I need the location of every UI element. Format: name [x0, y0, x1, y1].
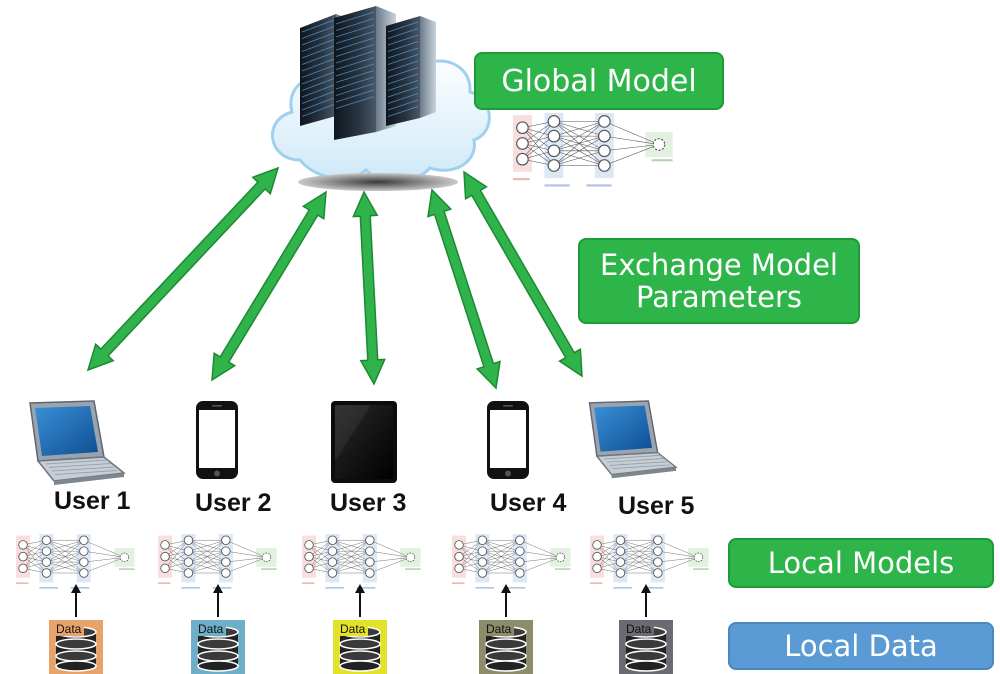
user-label-3: User 3 [330, 489, 407, 517]
server-rack-icon [300, 6, 436, 140]
neural-network-icon-user-5 [590, 534, 709, 589]
local-models-label: Local Models [767, 546, 955, 580]
exchange-arrow-1 [86, 166, 280, 372]
database-icon: Data [49, 620, 103, 674]
local-databases: Data Data Data Data Data [49, 584, 673, 674]
phone-icon [196, 401, 238, 479]
data-label-3: Data [340, 622, 366, 636]
user-label-1: User 1 [54, 487, 131, 515]
tablet-icon [331, 401, 397, 483]
model-networks [16, 113, 709, 589]
database-icon: Data [479, 620, 533, 674]
phone-icon [487, 401, 529, 479]
database-icon: Data [191, 620, 245, 674]
laptop-icon [588, 400, 678, 479]
server-shadow [298, 173, 458, 191]
local-data-tag: Local Data [728, 622, 994, 670]
laptop-icon [29, 400, 126, 485]
exchange-arrow-5 [463, 170, 583, 378]
global-model-label: Global Model [501, 63, 697, 99]
user-label-4: User 4 [490, 489, 567, 517]
parameter-exchange-arrows [86, 166, 583, 390]
exchange-parameters-tag: Exchange Model Parameters [578, 238, 860, 324]
data-label-4: Data [486, 622, 512, 636]
user-label-2: User 2 [195, 489, 272, 517]
neural-network-icon-user-4 [452, 534, 571, 589]
neural-network-icon-user-1 [16, 534, 135, 589]
exchange-parameters-label-line1: Exchange Model [600, 247, 838, 282]
data-label-5: Data [626, 622, 652, 636]
local-data-label: Local Data [784, 629, 938, 663]
exchange-arrow-2 [211, 190, 327, 382]
data-label-2: Data [198, 622, 224, 636]
exchange-parameters-label-line2: Parameters [636, 280, 802, 314]
user-devices [29, 400, 678, 485]
neural-network-icon-user-2 [158, 534, 277, 589]
neural-network-icon-global [513, 113, 673, 187]
exchange-arrow-3 [352, 190, 386, 386]
database-icon: Data [333, 620, 387, 674]
neural-network-icon-user-3 [302, 534, 421, 589]
local-models-tag: Local Models [728, 538, 994, 588]
database-icon: Data [619, 620, 673, 674]
exchange-arrow-4 [427, 188, 501, 390]
user-label-5: User 5 [618, 492, 695, 520]
data-label-1: Data [56, 622, 82, 636]
global-model-tag: Global Model [474, 52, 724, 110]
